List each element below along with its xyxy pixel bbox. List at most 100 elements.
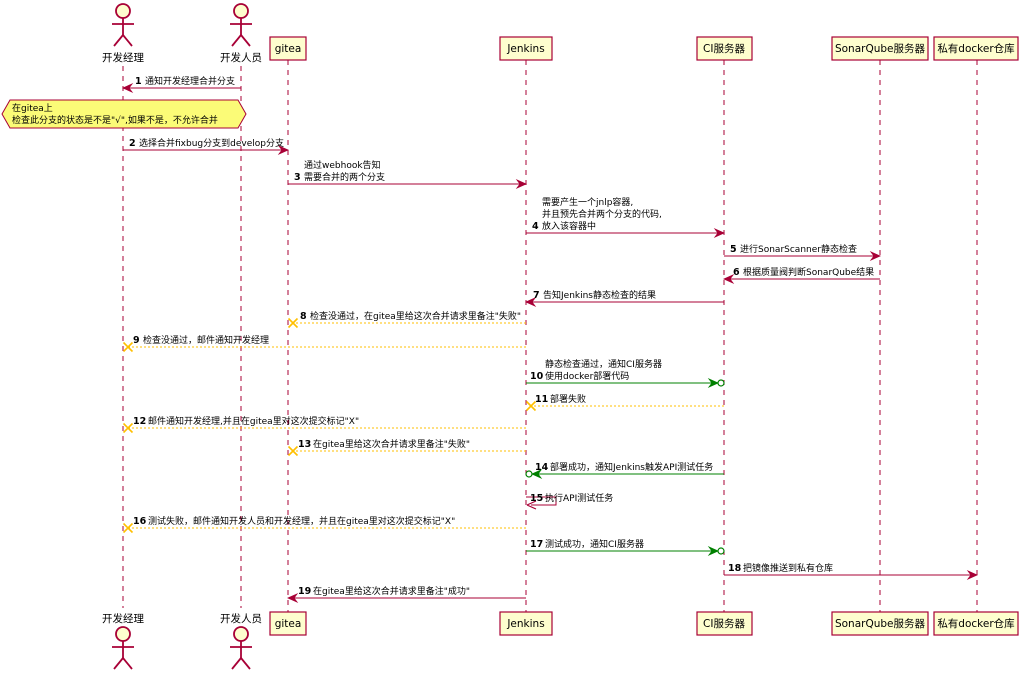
actor-developer-top: 开发人员 [220, 3, 262, 64]
circle-arrow-head-icon [525, 469, 543, 479]
message-number: 4 [532, 221, 539, 232]
participant-label-registry: 私有docker仓库 [937, 42, 1014, 55]
actor-label-developer: 开发人员 [220, 612, 262, 625]
participant-label-jenkins: Jenkins [506, 43, 544, 55]
message-label: 选择合并fixbug分支到develop分支 [139, 137, 284, 149]
message-number: 8 [300, 311, 307, 322]
participant-label-gitea: gitea [275, 43, 302, 55]
message-number: 17 [530, 539, 543, 550]
arrow-head-icon [122, 83, 134, 93]
actor-developer-bottom: 开发人员 [220, 612, 262, 670]
arrow-head-icon [515, 179, 527, 189]
participant-sonar-top: SonarQube服务器 [831, 36, 929, 61]
participant-label-gitea: gitea [275, 618, 302, 630]
message-number: 16 [133, 516, 147, 527]
cross-head-icon [122, 422, 134, 434]
message-label: 部署成功，通知Jenkins触发API测试任务 [550, 461, 713, 473]
arrow-head-icon [723, 274, 735, 284]
participant-label-sonar: SonarQube服务器 [835, 42, 926, 55]
message-label: 执行API测试任务 [545, 492, 613, 504]
message-number: 19 [298, 586, 311, 597]
message-label: 静态检查通过，通知CI服务器 [545, 358, 662, 370]
actor-icon [112, 3, 134, 47]
circle-arrow-head-icon [707, 378, 725, 388]
participant-label-ci: CI服务器 [703, 42, 745, 55]
actor-label-manager: 开发经理 [102, 612, 144, 625]
participant-label-registry: 私有docker仓库 [937, 617, 1014, 630]
message-label: 放入该容器中 [542, 220, 596, 232]
circle-arrow-head-icon [707, 546, 725, 556]
message-number: 12 [133, 416, 146, 427]
note-hexagon: 在gitea上 检查此分支的状态是不是"√",如果不是，不允许合并 [1, 99, 247, 129]
message-label: 通过webhook告知 [304, 159, 381, 171]
message-label: 检查没通过，在gitea里给这次合并请求里备注"失败" [310, 310, 521, 322]
message-label: 邮件通知开发经理,并且在gitea里对这次提交标记"X" [148, 415, 359, 427]
actor-manager-top: 开发经理 [102, 3, 144, 64]
participant-gitea-top: gitea [269, 36, 307, 61]
message-number: 1 [135, 76, 142, 87]
participant-gitea-bottom: gitea [269, 611, 307, 636]
participant-jenkins-bottom: Jenkins [499, 611, 553, 636]
message-number: 13 [298, 439, 311, 450]
message-line [526, 496, 557, 506]
message-label: 需要产生一个jnlp容器, [542, 196, 633, 208]
participant-label-ci: CI服务器 [703, 617, 745, 630]
actor-icon [112, 626, 134, 670]
participant-ci-top: CI服务器 [696, 36, 753, 61]
message-number: 14 [535, 462, 549, 473]
message-number: 18 [728, 563, 742, 574]
actor-label-manager: 开发经理 [102, 51, 144, 64]
actor-icon [230, 626, 252, 670]
arrow-head-icon [525, 297, 537, 307]
message-number: 6 [733, 267, 740, 278]
message-number: 11 [535, 394, 548, 405]
message-number: 15 [530, 493, 543, 504]
message-label: 在gitea里给这次合并请求里备注"失败" [313, 438, 470, 450]
arrow-head-icon [966, 570, 978, 580]
arrow-head-icon [287, 593, 299, 603]
message-number: 7 [533, 290, 540, 301]
participant-label-jenkins: Jenkins [506, 618, 544, 630]
arrow-head-icon [277, 145, 289, 155]
actor-manager-bottom: 开发经理 [102, 612, 144, 670]
message-label: 使用docker部署代码 [545, 370, 629, 382]
participant-sonar-bottom: SonarQube服务器 [831, 611, 929, 636]
participant-jenkins-top: Jenkins [499, 36, 553, 61]
message-label: 通知开发经理合并分支 [145, 75, 235, 87]
message-number: 5 [730, 244, 737, 255]
message-label: 根据质量阀判断SonarQube结果 [743, 266, 874, 278]
participant-label-sonar: SonarQube服务器 [835, 617, 926, 630]
message-label: 需要合并的两个分支 [304, 171, 385, 183]
participant-ci-bottom: CI服务器 [696, 611, 753, 636]
message-label: 在gitea里给这次合并请求里备注"成功" [313, 585, 470, 597]
arrow-head-icon [526, 500, 537, 510]
message-number: 2 [129, 138, 136, 149]
note-line-2: 检查此分支的状态是不是"√",如果不是，不允许合并 [12, 114, 218, 126]
message-label: 进行SonarScanner静态检查 [740, 243, 857, 255]
message-number: 10 [530, 371, 544, 382]
cross-head-icon [525, 400, 537, 412]
message-label: 把镜像推送到私有仓库 [743, 562, 833, 574]
cross-head-icon [287, 317, 299, 329]
arrow-head-icon [713, 228, 725, 238]
